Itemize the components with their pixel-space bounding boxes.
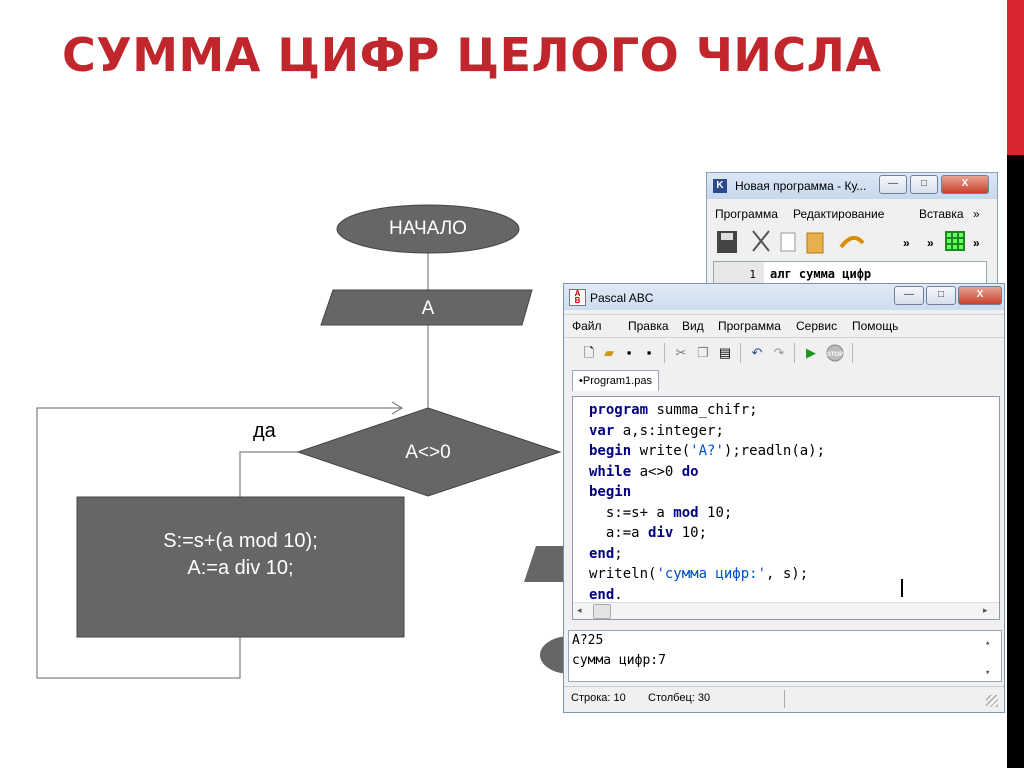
toolbar-overflow-icon: » xyxy=(973,236,980,250)
stop-icon[interactable]: STOP xyxy=(826,344,844,362)
paste-icon[interactable] xyxy=(806,232,824,254)
output-line-1: A?25 xyxy=(572,633,604,648)
undo-icon[interactable]: ↶ xyxy=(751,345,763,360)
connector-loop-back xyxy=(36,407,402,679)
kumir-maximize-button[interactable]: □ xyxy=(910,175,938,194)
slide-title: СУММА ЦИФР ЦЕЛОГО ЧИСЛА xyxy=(62,28,882,82)
output-scroll-up-icon[interactable]: ▴ xyxy=(985,638,991,648)
status-row: Строка: 10 xyxy=(571,692,626,704)
pascal-menu-file[interactable]: Файл xyxy=(572,319,602,333)
pascal-menu-program[interactable]: Программа xyxy=(718,319,781,333)
body-line-2: A:=a div 10; xyxy=(187,557,294,579)
kumir-title: Новая программа - Ку... xyxy=(735,179,867,193)
kumir-toolbar: » » » xyxy=(707,225,997,259)
pascal-menu-help[interactable]: Помощь xyxy=(852,319,899,333)
new-file-icon[interactable]: 🗋 xyxy=(583,345,595,360)
scissors-icon[interactable] xyxy=(752,230,770,252)
input-parallelogram xyxy=(320,289,533,326)
loop-body-process xyxy=(76,496,405,638)
output-scroll-down-icon[interactable]: ▾ xyxy=(985,668,991,678)
pascal-menu-edit[interactable]: Правка xyxy=(628,319,669,333)
text-cursor xyxy=(901,579,903,597)
paste-icon[interactable]: ▤ xyxy=(718,345,732,360)
edge-accent-red xyxy=(1007,0,1024,155)
kumir-menu-edit[interactable]: Редактирование xyxy=(793,207,885,221)
cut-icon[interactable]: ✂ xyxy=(675,345,687,360)
editor-horizontal-scrollbar[interactable]: ◂ ▸ xyxy=(573,602,999,619)
kumir-minimize-button[interactable]: — xyxy=(879,175,907,194)
pascal-close-button[interactable]: X xyxy=(958,286,1002,305)
scroll-thumb[interactable] xyxy=(593,604,611,619)
save-icon[interactable]: ▪ xyxy=(626,345,632,360)
kumir-code-line: алг сумма цифр xyxy=(770,267,872,281)
pascal-menu-view[interactable]: Вид xyxy=(682,319,704,333)
condition-diamond xyxy=(296,407,562,497)
start-label: НАЧАЛО xyxy=(389,218,467,239)
copy-icon[interactable]: ❐ xyxy=(697,345,709,360)
resize-grip-icon[interactable] xyxy=(986,695,998,707)
floppy-icon[interactable] xyxy=(717,231,737,253)
edge-accent-black xyxy=(1007,155,1024,768)
kumir-close-button[interactable]: X xyxy=(941,175,989,194)
redo-icon[interactable]: ↷ xyxy=(773,345,785,360)
toolbar-separator xyxy=(664,343,665,363)
loop-body-text: S:=s+(a mod 10); A:=a div 10; xyxy=(77,528,404,582)
toolbar-overflow-icon: » xyxy=(903,236,910,250)
condition-label: A<>0 xyxy=(405,442,451,463)
pascal-toolbar: 🗋 ▰ ▪ ▪ ✂ ❐ ▤ ↶ ↷ ▶ STOP xyxy=(564,340,1004,366)
status-bar: Строка: 10 Столбец: 30 xyxy=(564,686,1004,711)
connector-arrow-head xyxy=(391,401,404,415)
copy-icon[interactable] xyxy=(780,232,796,252)
svg-text:STOP: STOP xyxy=(827,352,843,358)
run-icon[interactable]: ▶ xyxy=(806,345,816,360)
input-label: A xyxy=(421,298,435,319)
status-separator xyxy=(784,690,785,708)
start-terminator xyxy=(336,204,520,254)
tab-program1[interactable]: •Program1.pas xyxy=(572,370,659,391)
scroll-right-icon[interactable]: ▸ xyxy=(983,605,988,615)
toolbar-overflow-icon: » xyxy=(927,236,934,250)
body-line-1: S:=s+(a mod 10); xyxy=(163,530,318,552)
kumir-menu-more[interactable]: » xyxy=(973,207,980,221)
scroll-left-icon[interactable]: ◂ xyxy=(577,605,582,615)
pascal-maximize-button[interactable]: □ xyxy=(926,286,956,305)
pascal-code-editor[interactable]: program summa_chifr; var a,s:integer; be… xyxy=(572,396,1000,620)
undo-icon[interactable] xyxy=(839,235,865,249)
yes-label: да xyxy=(253,420,276,442)
connector-yes-branch xyxy=(239,451,298,497)
kumir-menubar: Программа Редактирование Вставка » xyxy=(707,203,997,225)
toolbar-separator xyxy=(794,343,795,363)
kumir-line-number: 1 xyxy=(749,268,756,281)
toolbar-separator xyxy=(852,343,853,363)
output-parallelogram-fragment xyxy=(524,546,570,582)
output-panel[interactable]: A?25 сумма цифр:7 ▴ ▾ xyxy=(568,630,1002,682)
save-all-icon[interactable]: ▪ xyxy=(646,345,652,360)
pascal-code: program summa_chifr; var a,s:integer; be… xyxy=(589,402,826,603)
grid-icon[interactable] xyxy=(945,231,965,251)
kumir-menu-program[interactable]: Программа xyxy=(715,207,778,221)
open-folder-icon[interactable]: ▰ xyxy=(604,345,614,360)
pascal-menubar: Файл Правка Вид Программа Сервис Помощь xyxy=(564,314,1004,338)
status-column: Столбец: 30 xyxy=(648,692,711,704)
toolbar-separator xyxy=(740,343,741,363)
output-line-2: сумма цифр:7 xyxy=(572,653,666,668)
kumir-app-icon: K xyxy=(713,179,727,193)
pascal-menu-service[interactable]: Сервис xyxy=(796,319,838,333)
kumir-menu-insert[interactable]: Вставка xyxy=(919,207,964,221)
pascal-minimize-button[interactable]: — xyxy=(894,286,924,305)
kumir-titlebar: K Новая программа - Ку... — □ X xyxy=(707,173,997,199)
kumir-window: K Новая программа - Ку... — □ X Программ… xyxy=(706,172,998,294)
pascal-title: Pascal ABC xyxy=(590,291,654,305)
